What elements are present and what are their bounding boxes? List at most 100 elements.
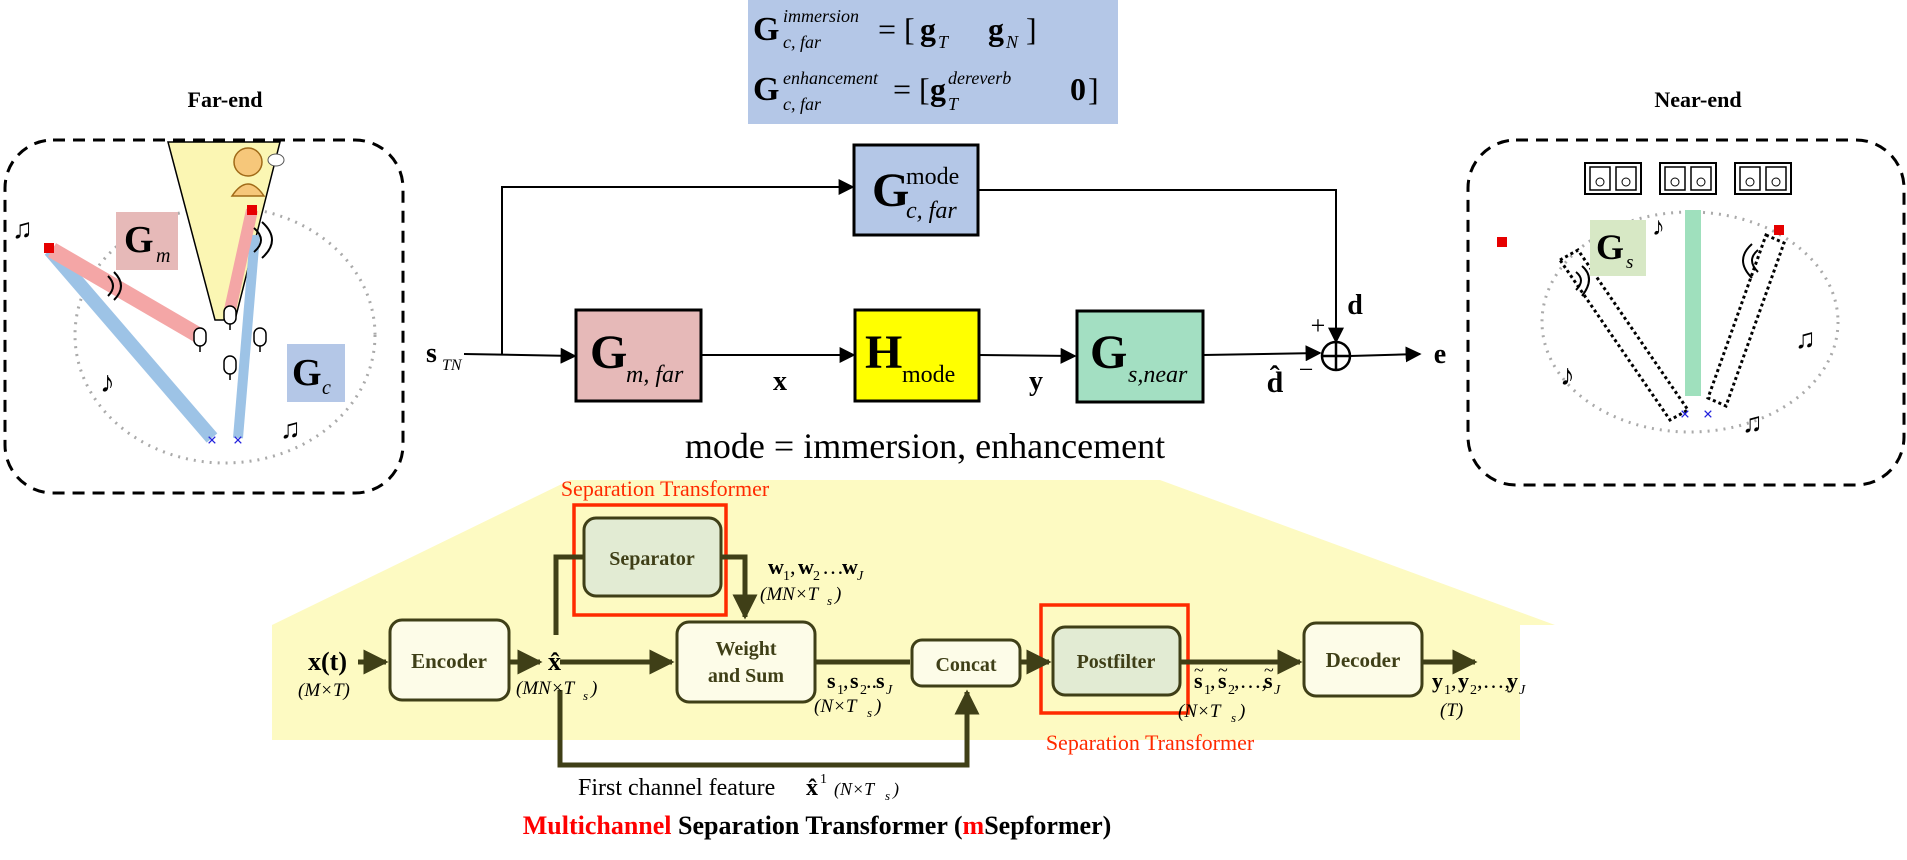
svg-text:First channel feature: First channel feature bbox=[578, 775, 775, 801]
svg-text:): ) bbox=[834, 584, 841, 605]
gs-label-main: G bbox=[1596, 227, 1624, 267]
near-source-dot-left bbox=[1497, 237, 1507, 247]
svg-text:…: … bbox=[822, 554, 844, 579]
near-end-room: Near-end × × ♪ ♪ ♫ ♫ G s bbox=[1466, 87, 1906, 487]
svg-text:1: 1 bbox=[837, 683, 844, 698]
svg-text:s: s bbox=[827, 668, 836, 693]
gm-label-box bbox=[116, 212, 178, 270]
svg-text:(T): (T) bbox=[1440, 700, 1463, 721]
msepformer-diagram: Separation Transformer Separator Encoder… bbox=[272, 476, 1555, 840]
svg-text:(N×T: (N×T bbox=[834, 779, 876, 800]
svg-text:s: s bbox=[1218, 668, 1227, 693]
svg-text:y: y bbox=[1432, 668, 1443, 693]
svg-text:w: w bbox=[842, 554, 858, 579]
svg-text:1: 1 bbox=[783, 569, 790, 584]
svg-text:..: .. bbox=[866, 668, 877, 693]
mode-caption: mode = immersion, enhancement bbox=[685, 426, 1165, 466]
svg-text:(MN×T: (MN×T bbox=[760, 584, 820, 605]
svg-text:2: 2 bbox=[1228, 683, 1235, 698]
sep-transformer-highlight-top bbox=[572, 503, 728, 617]
gc-block-sub: c, far bbox=[906, 198, 957, 224]
svg-text:2: 2 bbox=[1470, 683, 1477, 698]
y-signal-label: y bbox=[1029, 366, 1043, 397]
svg-text:): ) bbox=[892, 779, 899, 800]
svg-text:J: J bbox=[886, 683, 893, 698]
source-dot-left bbox=[44, 243, 54, 253]
msepformer-connections bbox=[358, 554, 1478, 768]
svg-text:w: w bbox=[768, 554, 784, 579]
eq1-g1-sub: T bbox=[938, 32, 950, 52]
svg-text:1: 1 bbox=[820, 772, 827, 787]
eq1-rhs-open: = [ bbox=[878, 11, 915, 47]
weight-sum-block bbox=[675, 620, 817, 704]
weight-sum-label-1: Weight bbox=[715, 638, 776, 660]
svg-text:s: s bbox=[1264, 668, 1273, 693]
eq2-rhs-open: = [ bbox=[893, 71, 930, 107]
eq1-rhs-close: ] bbox=[1026, 11, 1037, 47]
eq1-lhs: G bbox=[753, 11, 779, 48]
xt-dim-label: (M×T) bbox=[298, 680, 350, 701]
svg-text:w: w bbox=[798, 554, 814, 579]
msepformer-title: Multichannel Separation Transformer (mSe… bbox=[523, 811, 1112, 840]
eq2-sub: c, far bbox=[783, 94, 822, 114]
gs-near-block: G s,near bbox=[1075, 309, 1205, 404]
eq1-g2: g bbox=[988, 11, 1004, 47]
far-end-room: Far-end × × ♫ bbox=[3, 87, 405, 495]
input-signal-main: s bbox=[426, 338, 437, 369]
w-sequence-label: w 1 , w 2 … w J (MN×T s ) bbox=[760, 554, 864, 608]
xhat-dim-sub: s bbox=[583, 688, 588, 703]
svg-text:y: y bbox=[1507, 668, 1518, 693]
near-source-dot-right bbox=[1774, 225, 1784, 235]
svg-text:s: s bbox=[867, 705, 872, 720]
svg-text:s: s bbox=[1194, 668, 1203, 693]
loudspeaker-icons bbox=[1584, 162, 1792, 195]
svg-text:s: s bbox=[876, 668, 885, 693]
gm-far-block: G m, far bbox=[574, 308, 703, 403]
h-mode-block: H mode bbox=[853, 308, 981, 403]
gs-label-sub: s bbox=[1626, 252, 1633, 273]
gc-far-block: G mode c, far bbox=[852, 143, 980, 237]
svg-text:,: , bbox=[1451, 668, 1457, 693]
svg-text:s: s bbox=[885, 788, 890, 803]
svg-text:s: s bbox=[827, 593, 832, 608]
gc-block-sup: mode bbox=[906, 164, 959, 190]
h-block-sub: mode bbox=[902, 362, 955, 388]
separator-label: Separator bbox=[609, 548, 695, 570]
svg-text:,: , bbox=[843, 668, 849, 693]
sep-transformer-label-bottom: Separation Transformer bbox=[1046, 730, 1255, 755]
gc-block-main: G bbox=[872, 164, 909, 217]
x-signal-label: x bbox=[773, 366, 787, 397]
d-signal-label: d bbox=[1347, 290, 1363, 321]
eq2-sup: enhancement bbox=[783, 68, 879, 88]
first-channel-feature-label: First channel feature x̂ 1 (N×T s ) bbox=[578, 772, 899, 803]
talker-cone bbox=[167, 141, 281, 321]
gm-label-sub: m bbox=[156, 245, 170, 267]
svg-text:2: 2 bbox=[813, 569, 820, 584]
svg-text:~: ~ bbox=[1218, 660, 1228, 680]
sep-transformer-label-top: Separation Transformer bbox=[561, 476, 770, 501]
concat-label: Concat bbox=[935, 654, 996, 676]
blue-beam-left bbox=[44, 245, 218, 443]
music-note-icon-1: ♫ bbox=[12, 214, 33, 245]
svg-text:2: 2 bbox=[860, 683, 867, 698]
near-end-title: Near-end bbox=[1654, 87, 1741, 112]
listener-marker-2: × bbox=[233, 430, 243, 450]
svg-text:J: J bbox=[857, 569, 864, 584]
near-music-note-icon-3: ♫ bbox=[1795, 324, 1816, 355]
dotted-beam-right bbox=[1706, 232, 1786, 409]
dhat-label: d̂ bbox=[1267, 365, 1284, 399]
encoder-label: Encoder bbox=[411, 649, 487, 673]
stilde-sequence-label: s ~ 1 , s ~ 2 ,…, s ~ J (N×T s ) bbox=[1178, 660, 1281, 725]
near-music-note-icon-4: ♫ bbox=[1742, 408, 1763, 439]
gm-block-sub: m, far bbox=[626, 362, 684, 388]
svg-text:~: ~ bbox=[1264, 660, 1274, 680]
xhat-label: x̂ bbox=[548, 647, 561, 676]
svg-text:): ) bbox=[874, 696, 881, 717]
music-note-icon-2: ♪ bbox=[100, 366, 115, 399]
plus-sign: + bbox=[1311, 311, 1326, 340]
blue-beam-right bbox=[233, 234, 260, 439]
eq2-zero: 0 bbox=[1070, 71, 1086, 107]
green-beam-bar bbox=[1685, 210, 1701, 396]
gm-block-main: G bbox=[590, 326, 627, 379]
